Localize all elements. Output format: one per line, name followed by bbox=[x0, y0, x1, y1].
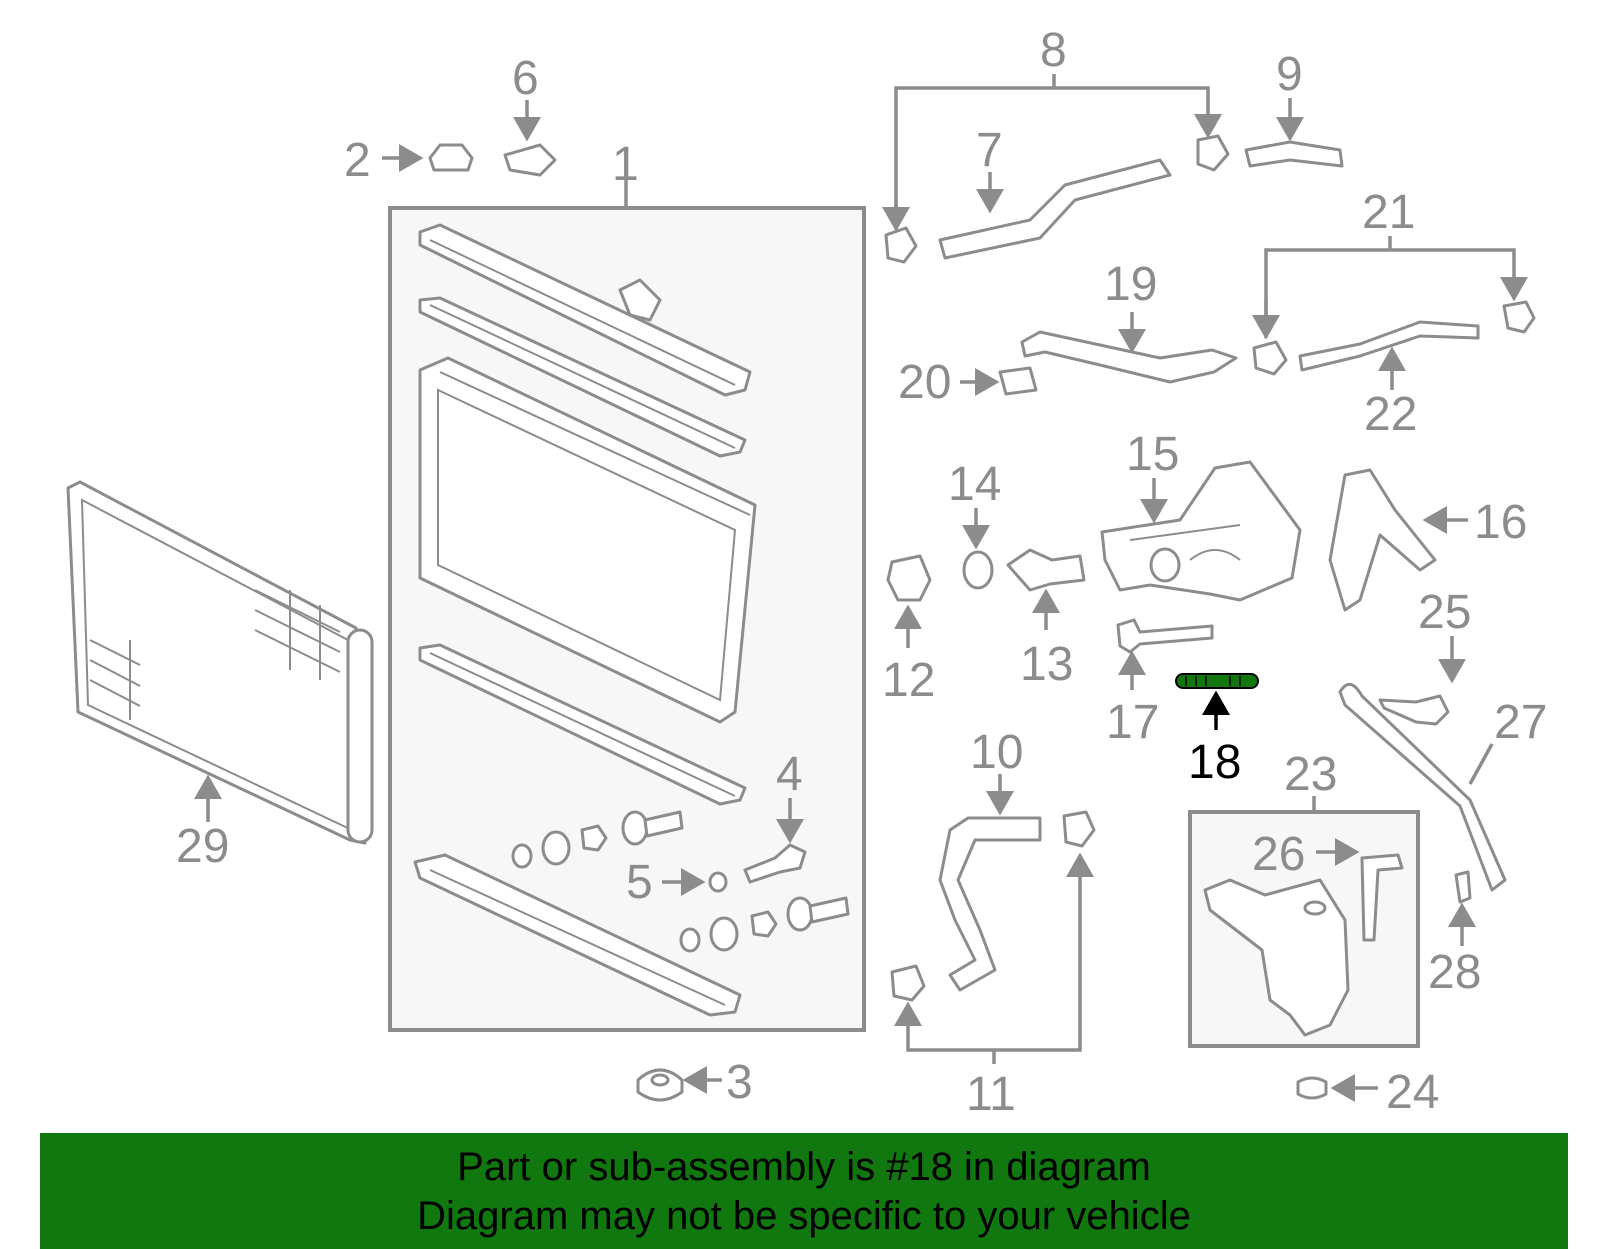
callout-20: 20 bbox=[898, 356, 951, 409]
reservoir-hose bbox=[1338, 683, 1507, 892]
callout-28: 28 bbox=[1428, 946, 1481, 999]
callout-18: 18 bbox=[1188, 736, 1241, 789]
hose-clamp-right bbox=[1196, 134, 1230, 172]
callout-5: 5 bbox=[626, 856, 653, 909]
heater-clamp-left bbox=[1252, 340, 1288, 376]
callout-8: 8 bbox=[1040, 24, 1067, 77]
cap-part-6 bbox=[503, 143, 557, 177]
stud-bolt-17 bbox=[1116, 618, 1214, 654]
footer-banner: Part or sub-assembly is #18 in diagram D… bbox=[40, 1133, 1568, 1249]
callout-17: 17 bbox=[1106, 696, 1159, 749]
clip-28 bbox=[1454, 870, 1472, 904]
callout-22: 22 bbox=[1364, 388, 1417, 441]
bypass-hose bbox=[1244, 140, 1344, 168]
heater-hose bbox=[1298, 320, 1480, 372]
lower-hose bbox=[938, 816, 1042, 992]
water-pipe bbox=[1020, 330, 1238, 384]
callout-4: 4 bbox=[776, 748, 803, 801]
radiator-mount-hardware bbox=[511, 810, 850, 953]
callout-16: 16 bbox=[1474, 496, 1527, 549]
callout-11: 11 bbox=[966, 1068, 1016, 1121]
callout-9: 9 bbox=[1276, 48, 1303, 101]
callout-24: 24 bbox=[1386, 1066, 1439, 1119]
pipe-gasket bbox=[998, 366, 1038, 396]
stud-18-highlight bbox=[1175, 673, 1259, 689]
upper-hose bbox=[938, 158, 1172, 260]
radiator-assembly bbox=[413, 223, 757, 1017]
callout-15: 15 bbox=[1126, 428, 1179, 481]
lower-clamp-bottom bbox=[890, 964, 926, 1002]
callout-12: 12 bbox=[882, 654, 935, 707]
condenser bbox=[66, 480, 374, 845]
hose-clamp-left bbox=[884, 226, 918, 264]
thermostat bbox=[1006, 548, 1086, 592]
callout-29: 29 bbox=[176, 820, 229, 873]
callout-7: 7 bbox=[976, 124, 1003, 177]
drain-washer bbox=[708, 871, 728, 893]
thermostat-gasket bbox=[962, 550, 994, 590]
thermostat-cover bbox=[886, 554, 932, 602]
clip-part-2 bbox=[428, 143, 474, 172]
callout-2: 2 bbox=[344, 134, 371, 187]
callout-23: 23 bbox=[1284, 748, 1337, 801]
callout-26: 26 bbox=[1252, 828, 1305, 881]
callout-10: 10 bbox=[970, 726, 1023, 779]
callout-19: 19 bbox=[1104, 258, 1157, 311]
footer-line-1: Part or sub-assembly is #18 in diagram bbox=[457, 1145, 1151, 1189]
callout-3: 3 bbox=[726, 1056, 753, 1109]
callout-27: 27 bbox=[1494, 696, 1547, 749]
callout-25: 25 bbox=[1418, 586, 1471, 639]
footer-line-2: Diagram may not be specific to your vehi… bbox=[417, 1194, 1191, 1238]
callout-labels: 1 2 3 4 5 6 7 8 9 10 11 12 13 14 15 16 1… bbox=[176, 24, 1547, 1121]
bolt-25 bbox=[1378, 694, 1450, 726]
drain-cock bbox=[743, 843, 807, 884]
callout-13: 13 bbox=[1020, 638, 1073, 691]
callout-21: 21 bbox=[1362, 186, 1415, 239]
leader-lines bbox=[194, 74, 1528, 1102]
heater-clamp-right bbox=[1502, 300, 1536, 334]
callout-14: 14 bbox=[948, 458, 1001, 511]
callout-1: 1 bbox=[612, 138, 639, 191]
nut-24 bbox=[1296, 1076, 1328, 1100]
coolant-reservoir bbox=[1203, 853, 1404, 1037]
lower-clamp-top bbox=[1062, 810, 1096, 848]
housing-gasket bbox=[1328, 468, 1437, 612]
callout-6: 6 bbox=[512, 52, 539, 105]
